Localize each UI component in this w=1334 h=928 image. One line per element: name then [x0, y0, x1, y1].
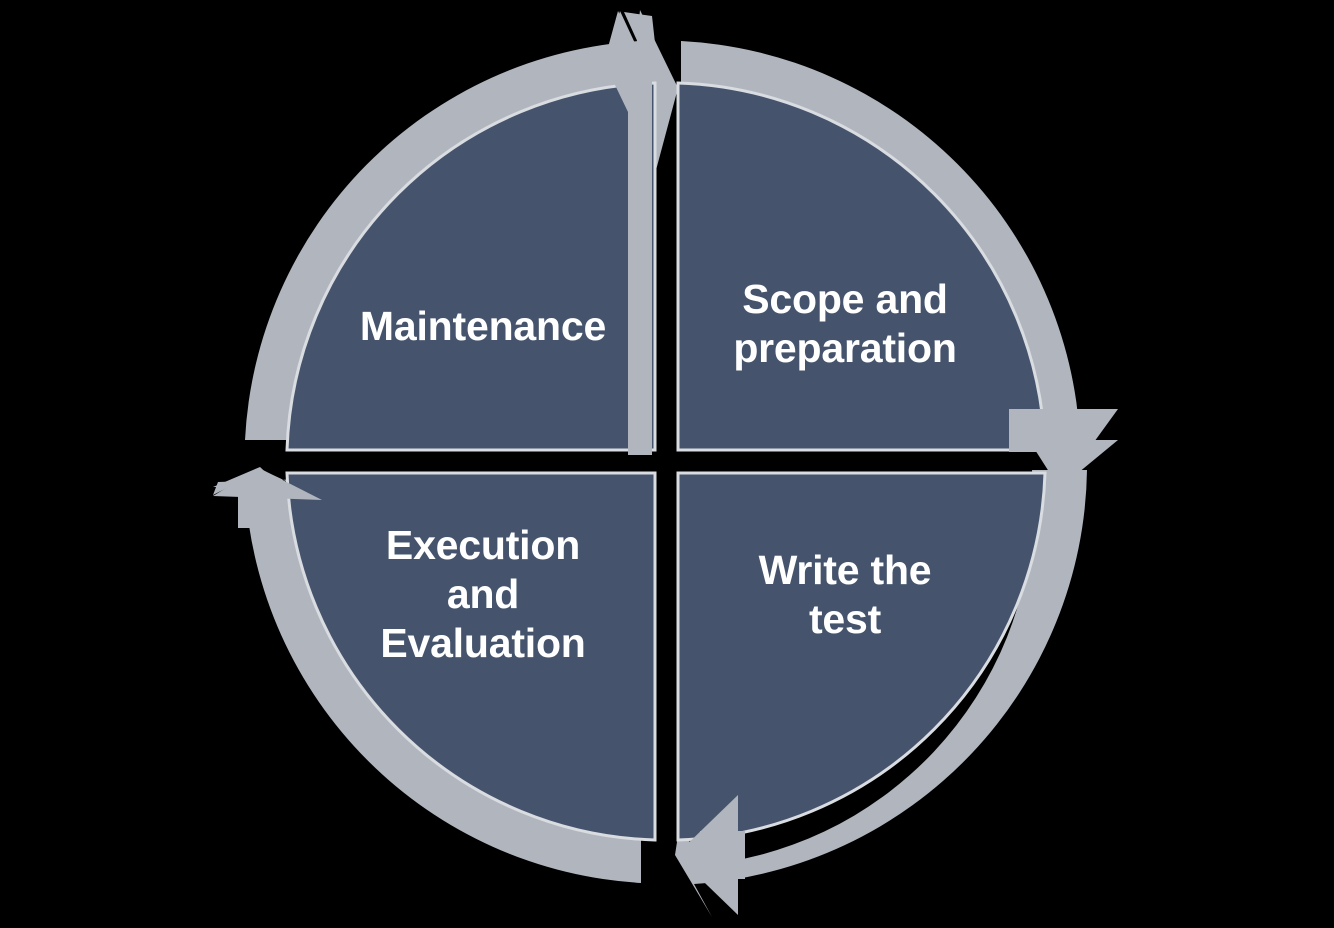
arrowhead-write-the-test-icon	[676, 795, 745, 915]
arrow-maintenance-shaft	[604, 11, 652, 455]
quadrant-write-the-test[interactable]	[676, 471, 1047, 842]
quadrant-scope-and-preparation[interactable]	[676, 81, 1047, 452]
arrowhead-scope-and-preparation-icon	[1009, 409, 1118, 489]
quadrant-execution-and-evaluation[interactable]	[285, 471, 657, 842]
arrowhead-execution-and-evaluation-icon	[213, 468, 322, 528]
quadrant-maintenance[interactable]	[285, 81, 657, 452]
